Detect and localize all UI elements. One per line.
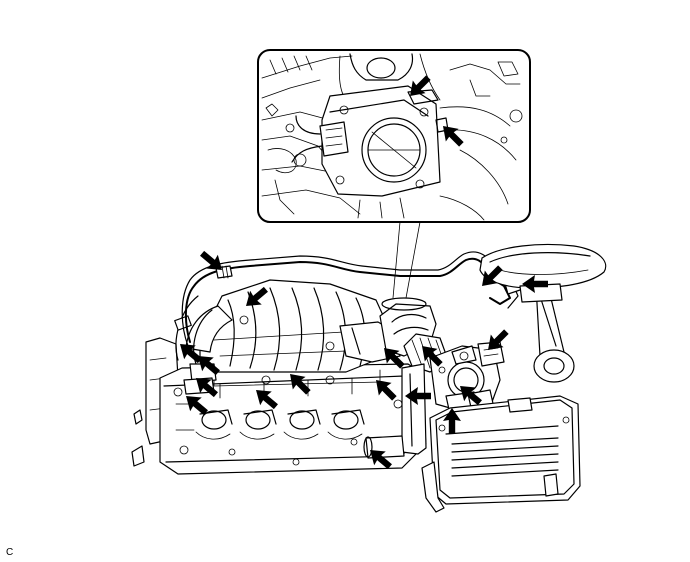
canister-bracket <box>479 243 607 383</box>
air-cleaner-case <box>421 395 581 513</box>
engine-assembly <box>131 337 427 475</box>
illustration-code: C <box>6 547 14 558</box>
leader-line <box>392 221 421 299</box>
detail-inset <box>257 49 531 223</box>
intake-manifold <box>174 279 387 395</box>
